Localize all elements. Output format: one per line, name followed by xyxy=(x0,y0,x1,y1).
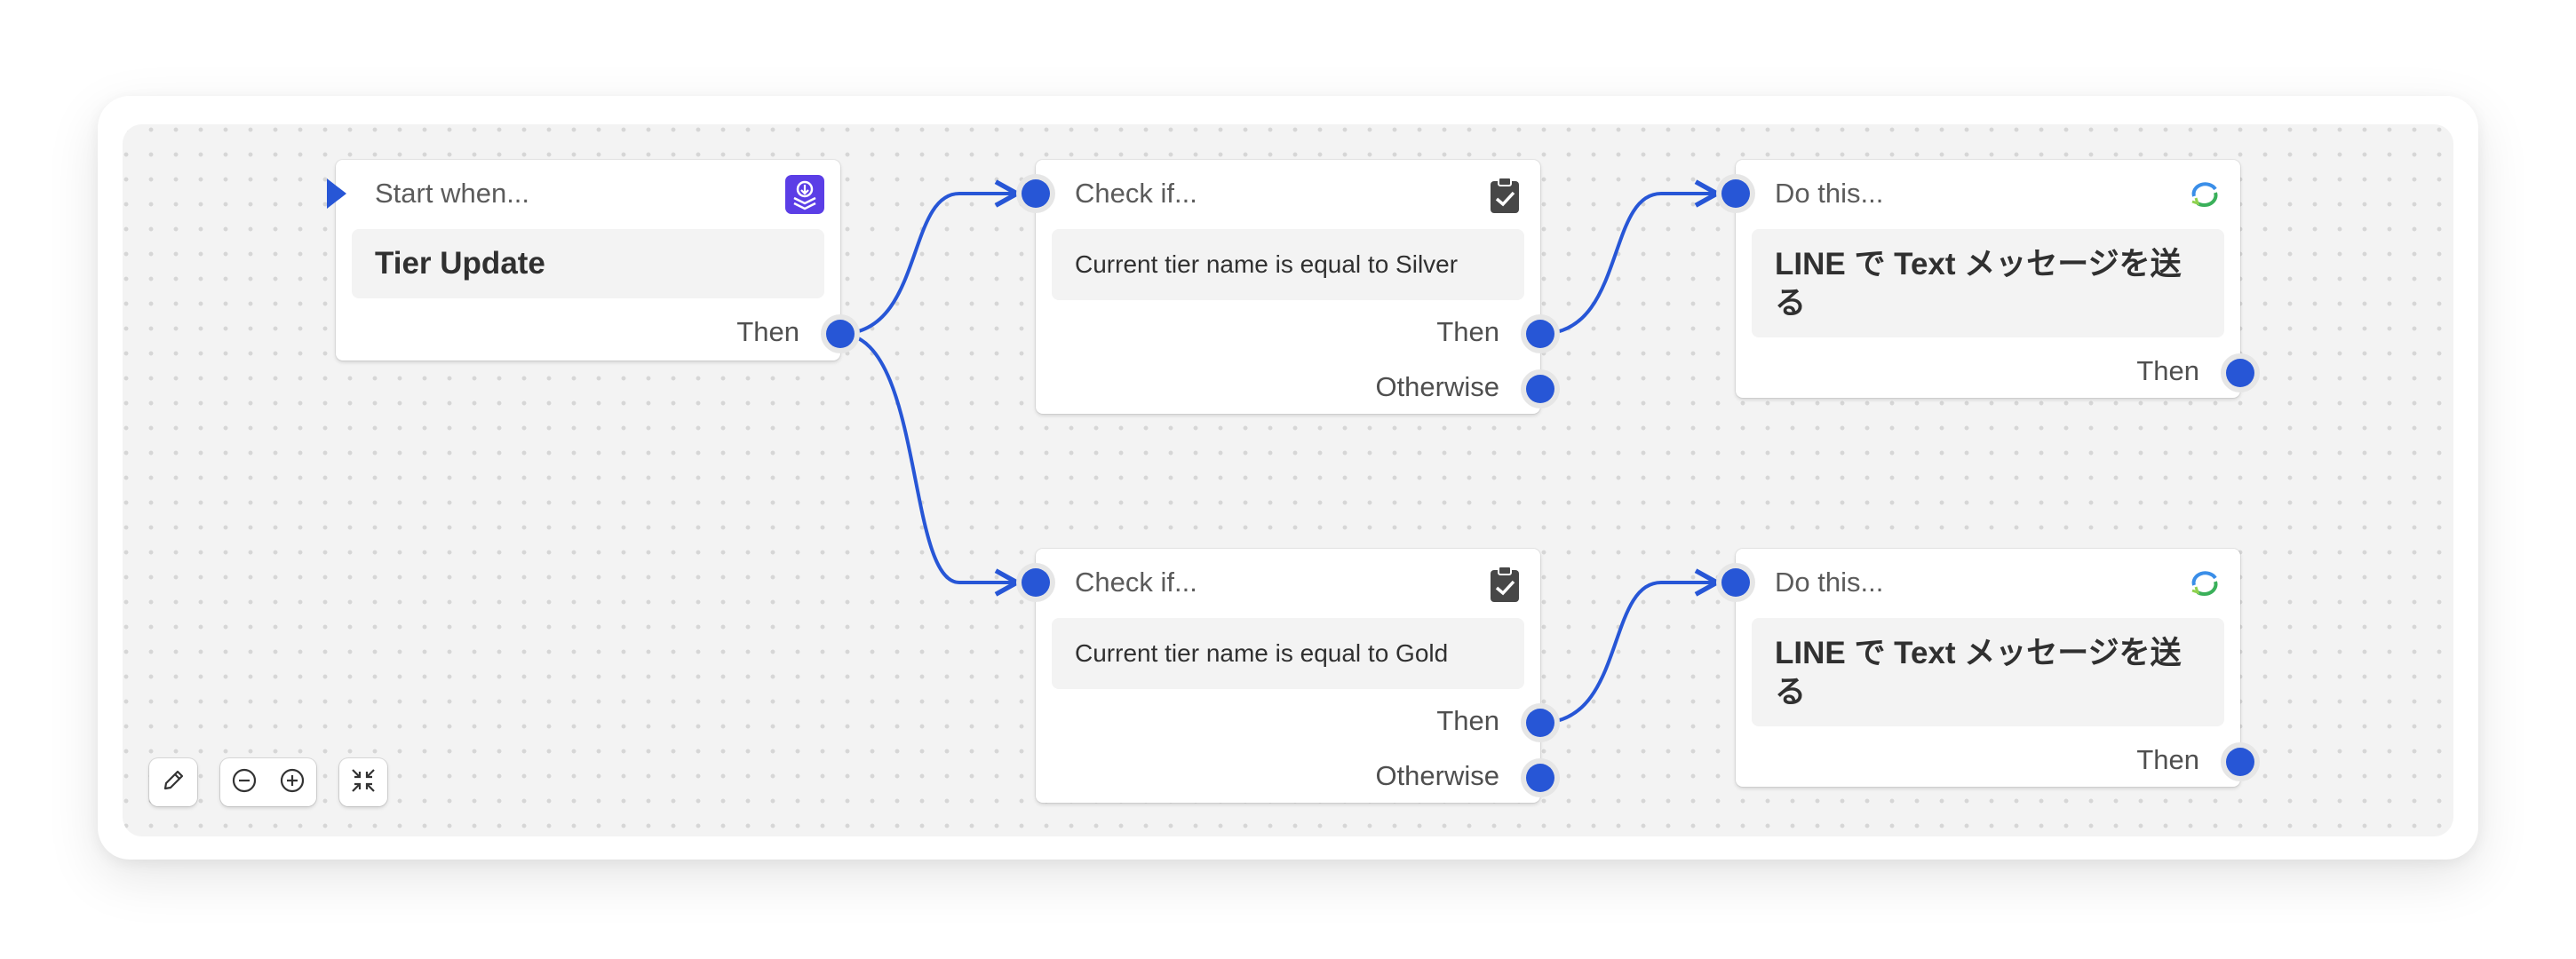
check-silver-condition: Current tier name is equal to Silver xyxy=(1052,229,1524,300)
start-marker xyxy=(327,178,346,209)
action-top-node[interactable]: Do this... LINE で Text メッセージを送 る Then xyxy=(1721,160,2254,398)
action-bottom-header: Do this... xyxy=(1775,567,1884,598)
action-bottom-then-label: Then xyxy=(2136,744,2199,775)
action-top-then-port[interactable] xyxy=(2226,359,2254,387)
zoom-controls xyxy=(220,758,316,806)
trigger-header: Start when... xyxy=(375,178,530,209)
check-silver-node[interactable]: Check if... Current tier name is equal t… xyxy=(1022,160,1554,414)
action-top-then-label: Then xyxy=(2136,355,2199,386)
check-silver-otherwise-port[interactable] xyxy=(1526,375,1554,403)
clipboard-check-icon xyxy=(1485,175,1524,214)
check-silver-otherwise-label: Otherwise xyxy=(1375,371,1499,402)
check-silver-input-port[interactable] xyxy=(1022,179,1050,208)
edit-button[interactable] xyxy=(149,758,197,806)
fit-view-button[interactable] xyxy=(339,758,387,806)
check-silver-then-port[interactable] xyxy=(1526,320,1554,348)
clipboard-check-icon xyxy=(1485,564,1524,603)
trigger-then-port[interactable] xyxy=(826,320,855,348)
check-gold-header: Check if... xyxy=(1075,567,1197,598)
action-bottom-node[interactable]: Do this... LINE で Text メッセージを送 る Then xyxy=(1721,549,2254,787)
check-silver-header: Check if... xyxy=(1075,178,1197,209)
line-refresh-icon xyxy=(2185,175,2224,214)
action-top-input-port[interactable] xyxy=(1721,179,1750,208)
check-gold-node[interactable]: Check if... Current tier name is equal t… xyxy=(1022,549,1554,803)
line-refresh-icon xyxy=(2185,564,2224,603)
check-gold-then-port[interactable] xyxy=(1526,709,1554,737)
check-gold-otherwise-port[interactable] xyxy=(1526,764,1554,792)
pencil-icon xyxy=(160,767,187,798)
check-gold-input-port[interactable] xyxy=(1022,568,1050,597)
stack-icon xyxy=(785,175,824,214)
zoom-out-icon[interactable] xyxy=(230,766,258,799)
action-top-title: LINE で Text メッセージを送 る xyxy=(1752,229,2224,337)
trigger-node[interactable]: Start when... Tier Update Then xyxy=(327,160,855,361)
action-top-header: Do this... xyxy=(1775,178,1884,209)
action-bottom-then-port[interactable] xyxy=(2226,748,2254,776)
trigger-title: Tier Update xyxy=(352,229,824,298)
check-silver-then-label: Then xyxy=(1436,316,1499,347)
check-gold-otherwise-label: Otherwise xyxy=(1375,760,1499,791)
action-bottom-title: LINE で Text メッセージを送 る xyxy=(1752,618,2224,726)
collapse-icon xyxy=(349,766,378,799)
check-gold-then-label: Then xyxy=(1436,705,1499,736)
check-gold-condition: Current tier name is equal to Gold xyxy=(1052,618,1524,689)
zoom-in-icon[interactable] xyxy=(278,766,306,799)
action-bottom-input-port[interactable] xyxy=(1721,568,1750,597)
trigger-then-label: Then xyxy=(736,316,799,347)
